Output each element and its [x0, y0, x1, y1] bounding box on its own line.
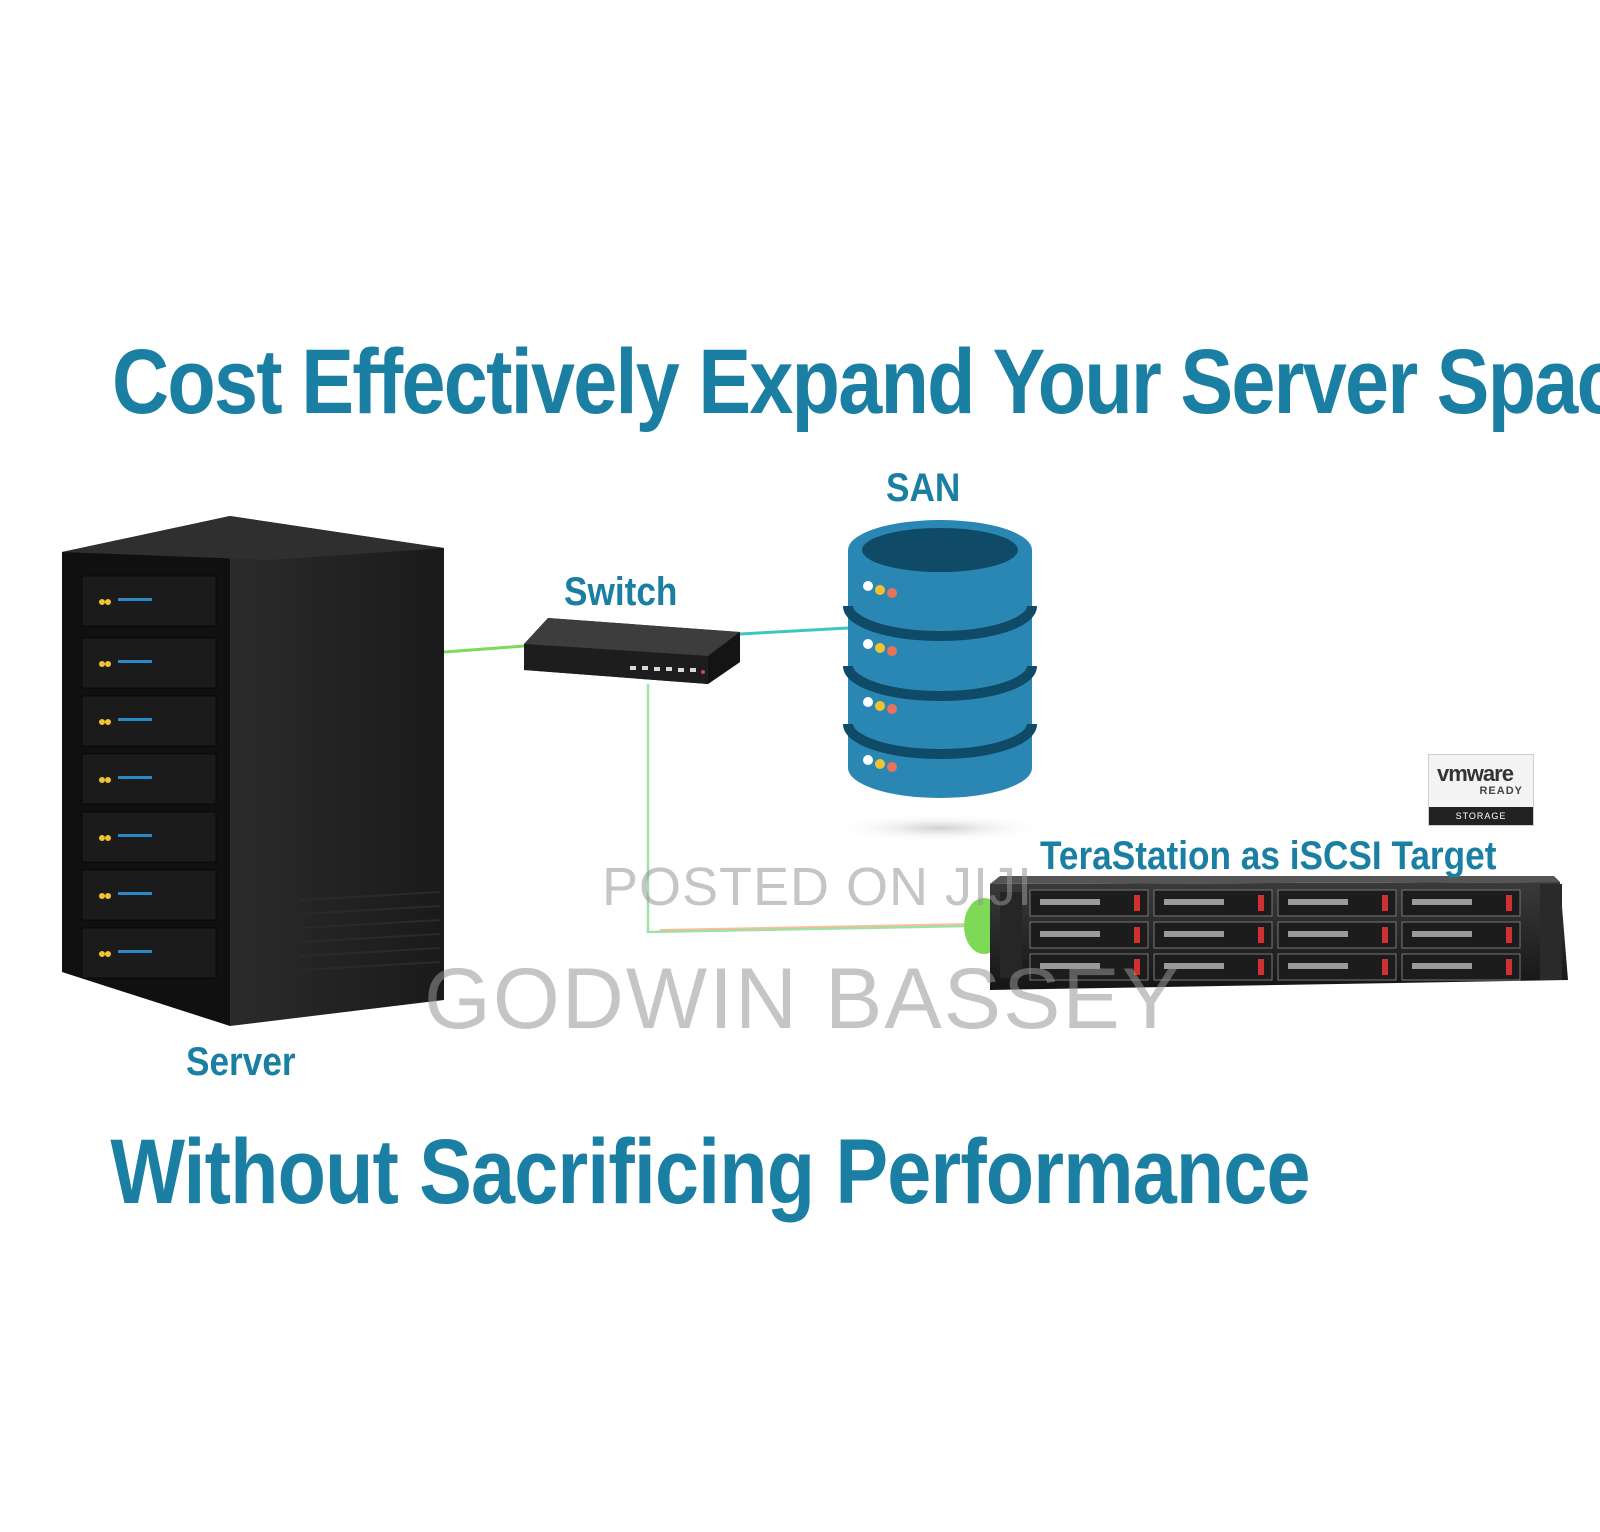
terastation-nas-icon [964, 876, 1568, 990]
server-bays [81, 575, 217, 979]
vmware-ready-badge: vmware READY STORAGE [1428, 754, 1534, 826]
network-switch-icon [524, 618, 740, 684]
switch-label: Switch [564, 570, 678, 614]
nas-drive-bays [1029, 889, 1521, 981]
san-label: SAN [886, 466, 961, 510]
server-label: Server [186, 1040, 296, 1084]
watermark-posted: POSTED ON JIJI [602, 857, 1034, 917]
tagline: Without Sacrificing Performance [110, 1121, 1310, 1223]
link-server-switch [443, 644, 525, 654]
terastation-label: TeraStation as iSCSI Target [1040, 834, 1497, 878]
connection-lines [443, 626, 969, 934]
link-switch-san [739, 626, 849, 636]
vmware-ready-text: READY [1479, 785, 1523, 797]
vmware-storage-text: STORAGE [1429, 807, 1533, 825]
headline: Cost Effectively Expand Your Server Spac… [112, 331, 1600, 433]
watermark-name: GODWIN BASSEY [424, 951, 1182, 1047]
server-tower-icon [62, 516, 444, 1026]
link-switch-terastation [646, 684, 969, 934]
san-storage-icon [830, 520, 1050, 842]
vmware-logo-text: vmware [1437, 761, 1514, 786]
